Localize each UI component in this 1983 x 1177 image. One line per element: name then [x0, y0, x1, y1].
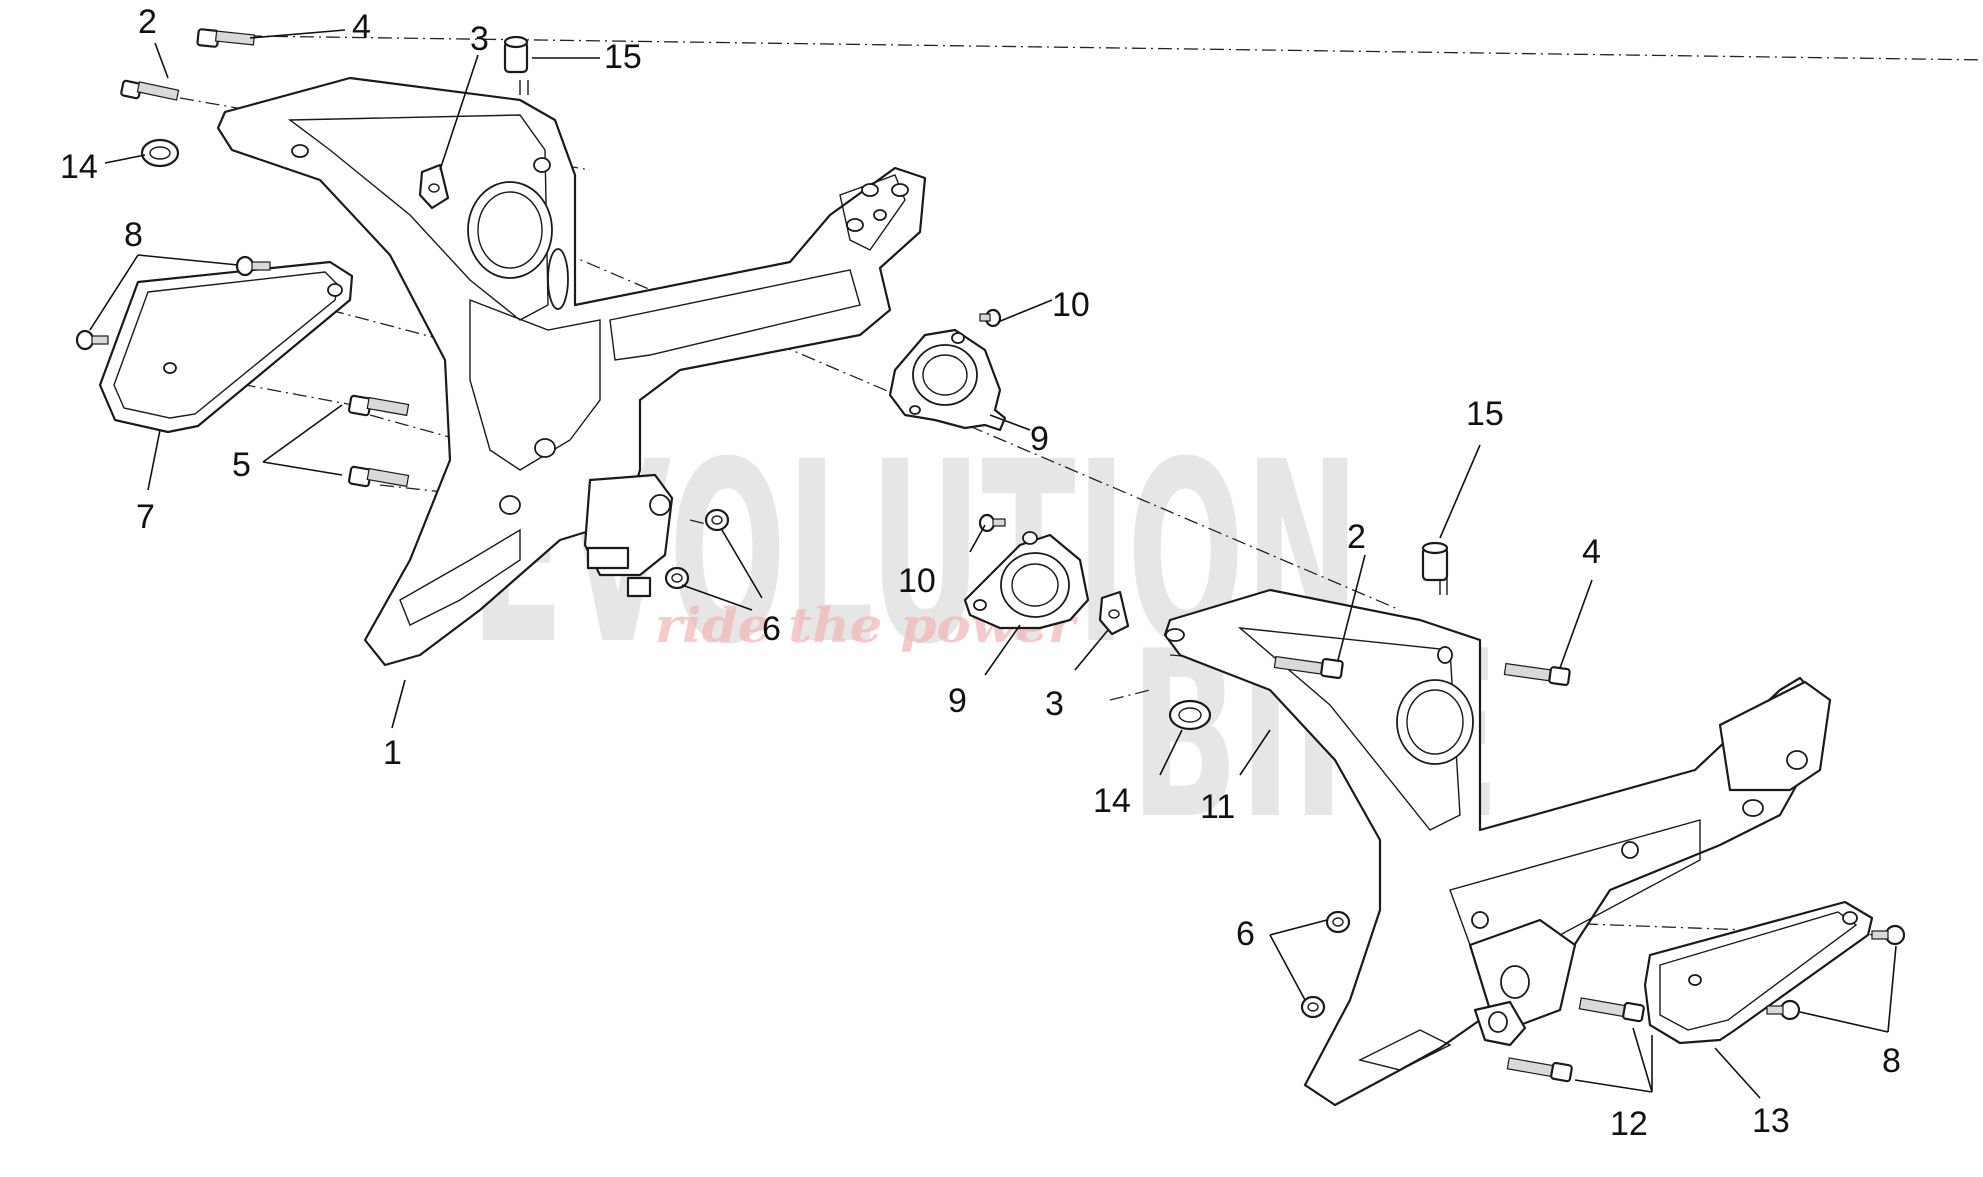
callout-label: 6 [762, 610, 781, 648]
nut-6-left-lower [664, 566, 690, 590]
callout-label: 15 [1466, 395, 1504, 433]
left-frame-bracket [216, 76, 927, 667]
callout-label: 10 [898, 562, 936, 600]
bearing-holder-9-upper [888, 328, 1007, 432]
screw-8-left-upper [235, 255, 271, 277]
callout-label: 10 [1052, 286, 1090, 324]
callout-label: 3 [1045, 685, 1064, 723]
nut-6-right-lower [1300, 995, 1326, 1019]
washer-14-left [140, 138, 180, 168]
bolt-5-upper [347, 394, 410, 417]
callout-label: 9 [1030, 420, 1049, 458]
callout-label: 12 [1610, 1105, 1648, 1143]
callout-labels: 2 4 3 15 14 8 5 7 6 1 10 9 10 9 3 14 11 … [60, 3, 1901, 1143]
screw-8-left-lower [75, 329, 109, 351]
bolt-12-lower [1506, 1057, 1573, 1083]
bearing-holder-9-lower [963, 531, 1090, 630]
callout-label: 8 [1882, 1042, 1901, 1080]
callout-label: 4 [352, 8, 371, 46]
right-frame-bracket [1163, 575, 1832, 1107]
clip-3-left [418, 163, 450, 210]
callout-label: 9 [948, 682, 967, 720]
nut-6-left-upper [704, 508, 730, 532]
callout-label: 6 [1236, 915, 1255, 953]
cap-15-left [503, 35, 529, 74]
callout-label: 4 [1582, 533, 1601, 571]
callout-label: 15 [604, 38, 642, 76]
callout-label: 5 [232, 446, 251, 484]
washer-14-right [1168, 699, 1212, 731]
callout-label: 2 [1347, 518, 1366, 556]
bolt-12-upper [1578, 997, 1645, 1023]
screw-10-upper [979, 308, 1002, 328]
callout-label: 13 [1752, 1102, 1790, 1140]
callout-label: 1 [383, 734, 402, 772]
bolt-4-right [1503, 662, 1571, 687]
screw-8-right-lower [1766, 999, 1801, 1021]
leader-lines [89, 29, 1897, 1099]
clip-3-right [1098, 590, 1130, 636]
callout-label: 7 [136, 498, 155, 536]
bolt-5-lower [347, 465, 410, 488]
callout-label: 11 [1200, 788, 1235, 826]
bolt-2-left [120, 79, 180, 101]
callout-label: 2 [138, 3, 157, 41]
callout-label: 14 [60, 148, 98, 186]
nut-6-right-upper [1325, 910, 1351, 934]
left-cover-panel [98, 260, 354, 434]
callout-label: 3 [470, 20, 489, 58]
right-cover-panel [1643, 900, 1874, 1045]
cap-15-right [1421, 541, 1449, 582]
bolt-4-left [196, 28, 256, 48]
callout-label: 8 [124, 216, 143, 254]
callout-label: 14 [1093, 782, 1131, 820]
screw-8-right-upper [1871, 924, 1906, 946]
bolt-2-right [1273, 655, 1344, 680]
